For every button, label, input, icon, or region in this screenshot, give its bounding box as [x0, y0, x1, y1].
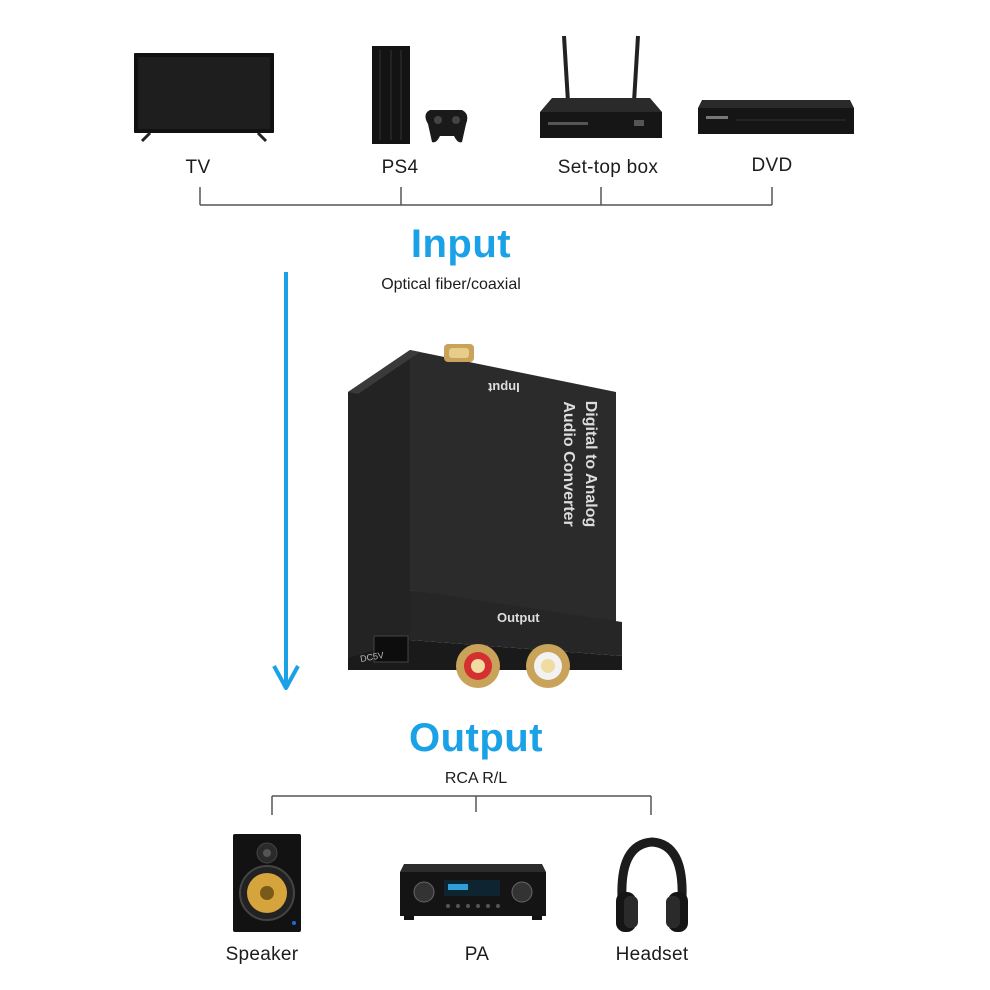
input-device-label-dvd: DVD [751, 155, 793, 176]
output-section-subtitle: RCA R/L [444, 770, 508, 787]
input-device-label-tv: TV [185, 157, 211, 178]
dvd-player-icon [698, 100, 854, 134]
input-device-label-ps4: PS4 [381, 157, 419, 178]
input-section-title: Input [410, 222, 512, 266]
converter-box [348, 344, 622, 688]
output-device-label-headset: Headset [615, 944, 689, 965]
pa-amplifier-icon [400, 864, 546, 920]
speaker-icon [233, 834, 301, 932]
output-device-label-pa: PA [464, 944, 490, 965]
ps4-console-icon [372, 46, 468, 144]
output-device-label-speaker: Speaker [225, 944, 299, 965]
converter-output-port-label: Output [497, 610, 540, 625]
input-device-label-set-top-box: Set-top box [557, 157, 659, 178]
input-section-subtitle: Optical fiber/coaxial [381, 276, 521, 293]
headset-icon [616, 837, 688, 932]
set-top-box-icon [540, 35, 662, 138]
tv-icon [134, 53, 274, 143]
output-section-title: Output [408, 716, 544, 760]
